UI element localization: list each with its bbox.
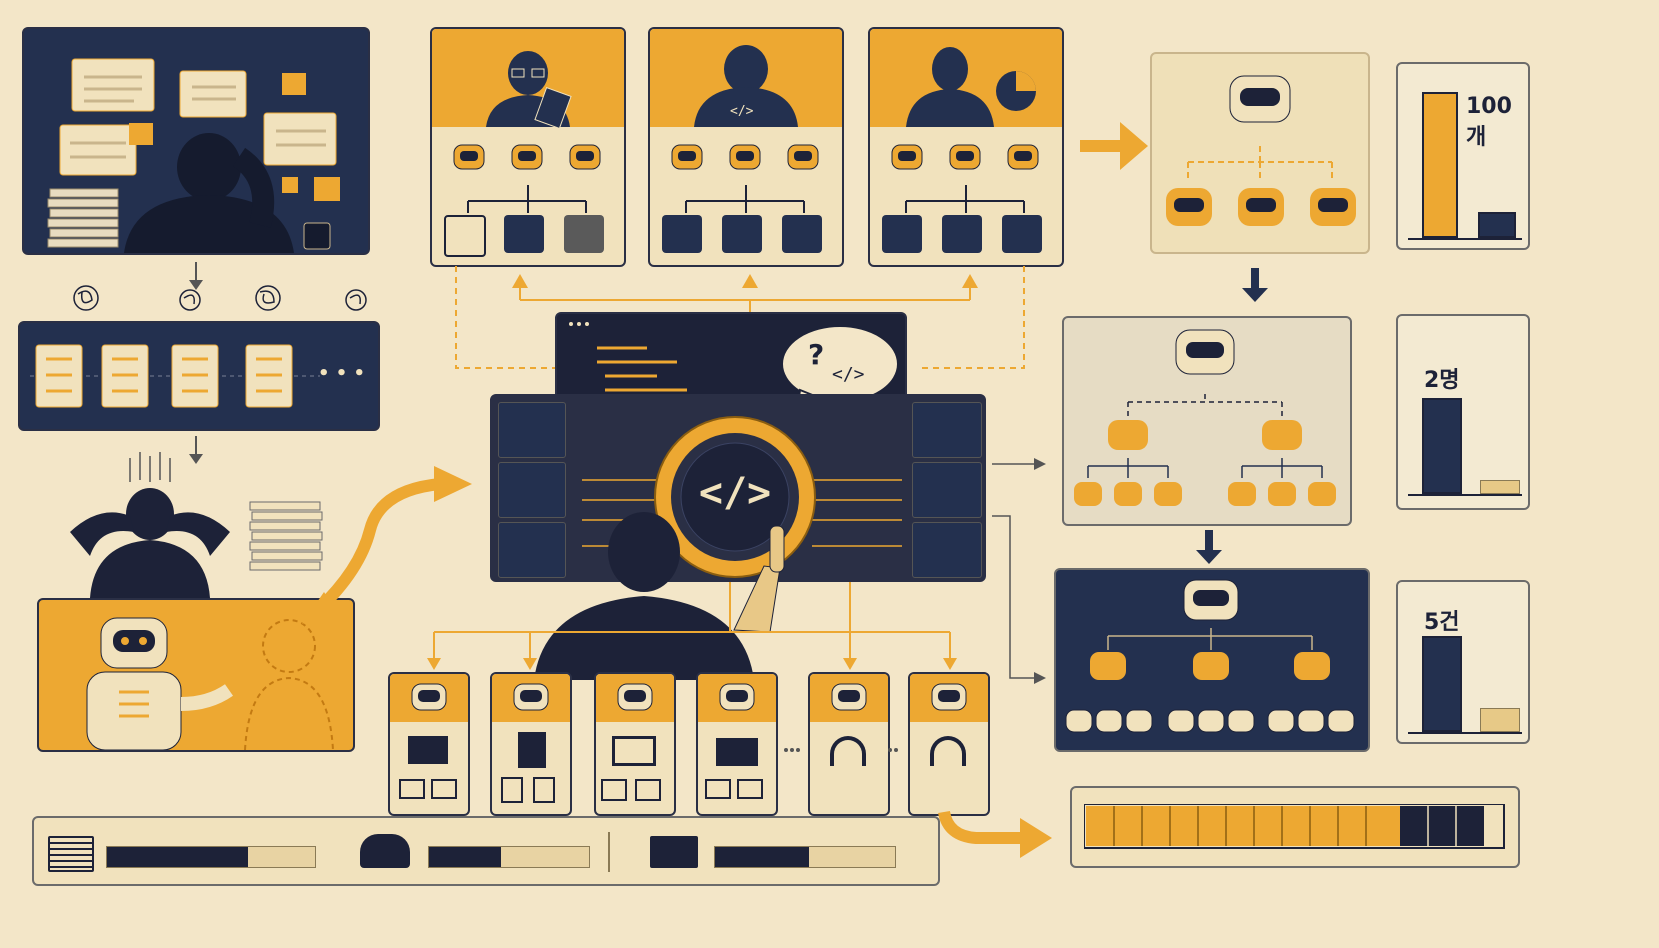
down-arrow: [1196, 530, 1222, 564]
megaphone-icon: [882, 215, 922, 253]
hierarchy-level-2: [1062, 316, 1352, 526]
left-tool-column: [494, 398, 572, 578]
spreadsheet-icon: [612, 736, 656, 766]
progress-fill: [107, 847, 249, 867]
robot-assistant-illustration: [86, 617, 334, 750]
stat-card-incidents: 5건: [1396, 580, 1530, 744]
svg-text:</>: </>: [730, 104, 754, 119]
headset-icon: [930, 736, 966, 766]
progress-fill: [715, 847, 809, 867]
persona-panel-developer: </>: [648, 27, 844, 267]
stat-bar-tan: [1480, 708, 1520, 732]
document-icon: [518, 732, 546, 768]
checkbox-icon[interactable]: [498, 462, 566, 518]
progress-bar-people: [428, 846, 590, 868]
headset-icon: [830, 736, 866, 766]
worker-connectors: [427, 582, 957, 670]
segmented-progress-bar: [1084, 804, 1505, 849]
agent-tree: [671, 144, 819, 213]
incidents-count: 5건: [1424, 610, 1460, 635]
stat-bar-tan: [1480, 480, 1520, 494]
question-mark: ?: [808, 338, 825, 371]
curved-arrow-to-progress: [938, 810, 1052, 858]
agent-tree: [891, 144, 1039, 213]
relaxed-worker-illustration: [70, 452, 323, 598]
developer-figure: [534, 512, 785, 680]
worker-card-support-1: [808, 672, 890, 816]
folder-icon: [650, 836, 698, 868]
cloud-icon: [662, 215, 702, 253]
center-code-symbol: </>: [698, 470, 772, 516]
down-arrow: [1242, 268, 1268, 302]
stat-bar-navy: [1422, 636, 1462, 732]
paper-stack-icon: [48, 836, 94, 872]
right-tool-column: [908, 398, 986, 578]
down-arrow: [189, 262, 203, 290]
hierarchy-tree-large: [1065, 579, 1355, 733]
tangled-thoughts-icons: [73, 285, 367, 311]
code-window-icon: [782, 215, 822, 253]
stat-card-people: 2명: [1396, 314, 1530, 510]
agent-tree: [453, 144, 601, 213]
envelope-icon: [408, 736, 448, 764]
bar-chart-icon[interactable]: [912, 462, 982, 518]
stat-bar-navy: [1422, 398, 1462, 494]
arrow-to-hierarchy: [1080, 122, 1148, 170]
down-arrow: [189, 436, 203, 464]
overwhelmed-worker-illustration: [47, 58, 340, 253]
more-ellipsis: • • •: [318, 363, 366, 384]
people-icon: [360, 834, 410, 868]
dashboard-lines: [582, 479, 902, 547]
robot-assistant-panel: [37, 598, 355, 752]
stat-bar-navy: [1478, 212, 1516, 238]
segmented-progress: [1070, 786, 1520, 868]
worker-robots: [399, 683, 967, 803]
agents-count: 100개: [1466, 94, 1512, 150]
worker-card-support-2: [908, 672, 990, 816]
hierarchy-level-3: [1054, 568, 1370, 752]
team-icon: [1002, 215, 1042, 253]
progress-bar-files: [714, 846, 896, 868]
task-list-strip: • • •: [18, 321, 380, 431]
hierarchy-tree-small: [1166, 75, 1356, 226]
trend-chart-icon[interactable]: [498, 402, 566, 458]
persona-illustration: [906, 47, 1036, 127]
hierarchy-level-1: [1150, 52, 1370, 254]
persona-panel-analyst: [868, 27, 1064, 267]
progress-bar-documents: [106, 846, 316, 868]
stat-card-agents: 100개: [1396, 62, 1530, 250]
team-icon: [504, 215, 544, 253]
code-generate-button[interactable]: [650, 412, 820, 582]
gear-icon[interactable]: [912, 522, 982, 578]
clipboard-checklist-icon: [444, 215, 486, 257]
worker-card-email: [388, 672, 470, 816]
persona-panel-tablet-user: [430, 27, 626, 267]
persona-illustration: [486, 51, 572, 130]
persona-connectors: [455, 266, 1025, 369]
database-icon[interactable]: [498, 522, 566, 578]
folder-icon: [716, 738, 758, 766]
team-icon[interactable]: [912, 402, 982, 458]
bottom-status-bar: [32, 816, 940, 886]
hierarchy-tree-medium: [1074, 329, 1336, 506]
task-cards: [30, 344, 320, 408]
trend-chart-icon: [942, 215, 982, 253]
curved-arrow-to-platform: [302, 466, 472, 624]
people-count: 2명: [1424, 368, 1460, 393]
bubble-code-symbol: </>: [832, 364, 865, 385]
platform-to-hierarchy-lines: [992, 458, 1046, 684]
overwhelmed-worker-panel: [22, 27, 370, 255]
stat-bar-gold: [1422, 92, 1458, 238]
bar-chart-icon: [564, 215, 604, 253]
progress-fill: [429, 847, 501, 867]
persona-illustration: </>: [694, 45, 798, 127]
database-icon: [722, 215, 762, 253]
